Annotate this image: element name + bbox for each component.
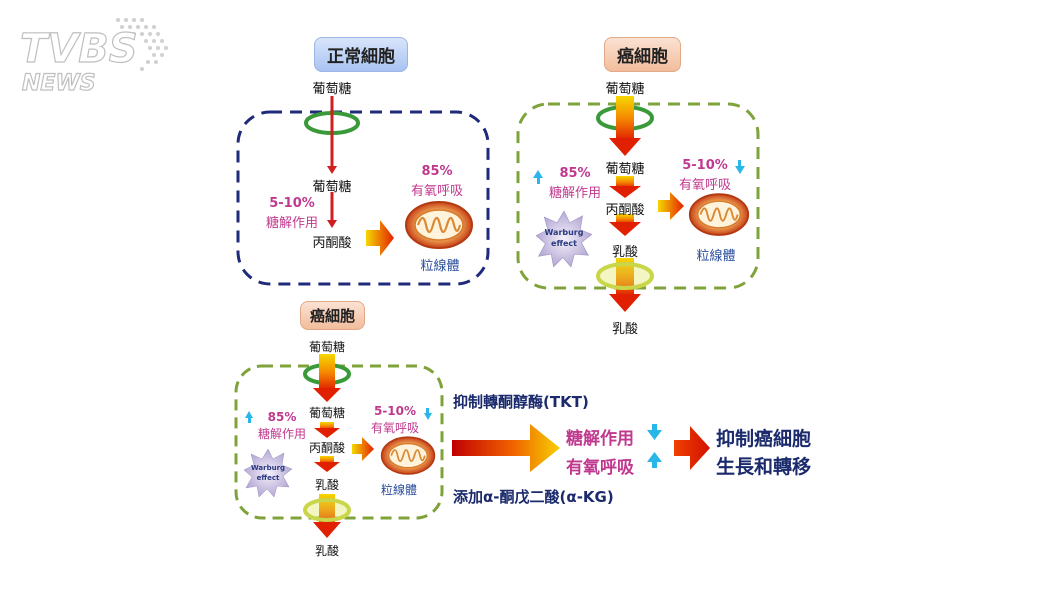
- cancer-glucose-outside: 葡萄糖: [605, 82, 645, 97]
- cancer-mitochondria-icon: [688, 193, 750, 236]
- cancer-warburg-line2: effect: [551, 239, 577, 248]
- normal-cell-membrane: [236, 110, 490, 286]
- logo-line2: NEWS: [22, 71, 96, 96]
- cancer-pyruvate: 丙酮酸: [605, 203, 645, 218]
- treated-mitochondria-label: 粒線體: [380, 483, 417, 497]
- logo-line1: TVBS: [20, 26, 138, 72]
- treated-pyruvate: 丙酮酸: [308, 441, 345, 455]
- result-line2: 生長和轉移: [716, 456, 812, 478]
- result-line1: 抑制癌細胞: [716, 428, 812, 450]
- treatment-big-arrow: [452, 424, 560, 472]
- treated-warburg-line1: Warburg: [250, 464, 286, 472]
- treated-mitochondria-icon: [380, 436, 436, 475]
- cancer-oxphos-pct: 5-10%: [682, 158, 728, 173]
- treated-oxphos-pct: 5-10%: [373, 404, 417, 418]
- treated-glucose-outside: 葡萄糖: [308, 340, 345, 354]
- cancer-cell-title: 癌細胞: [604, 37, 681, 72]
- cancer-warburg-line1: Warburg: [544, 228, 584, 237]
- tvbs-news-logo: TVBS NEWS: [19, 18, 168, 96]
- treated-oxphos-label: 有氧呼吸: [370, 421, 419, 435]
- normal-glucose-inside: 葡萄糖: [312, 180, 352, 195]
- cancer-glycolysis-pct: 85%: [559, 166, 591, 181]
- treated-glycolysis-label: 糖解作用: [257, 427, 306, 441]
- treated-pyruvate-arrow: [352, 437, 374, 461]
- normal-pyruvate-arrow: [366, 220, 394, 256]
- cancer-lactate-transporter: [596, 262, 654, 290]
- treated-warburg-star: [243, 448, 293, 498]
- cancer-mitochondria-label: 粒線體: [696, 249, 736, 264]
- treated-cell-title: 癌細胞: [300, 301, 366, 330]
- add-akg-label: 添加α-酮戊二酸(α-KG): [453, 488, 614, 506]
- cancer-lactate-inside: 乳酸: [611, 245, 638, 260]
- normal-oxphos-label: 有氧呼吸: [410, 184, 463, 199]
- cancer-glycolysis-label: 糖解作用: [548, 186, 601, 201]
- treatment-glycolysis-label: 糖解作用: [566, 429, 634, 449]
- cancer-down-arrow: [735, 160, 745, 174]
- normal-mitochondria-icon: [404, 200, 474, 250]
- treated-lactate-transporter: [303, 498, 351, 522]
- treatment-oxphos-label: 有氧呼吸: [566, 458, 634, 478]
- oxphos-up-arrow: [647, 452, 662, 468]
- glycolysis-down-arrow: [647, 424, 662, 440]
- treated-lactate-outside: 乳酸: [314, 544, 339, 558]
- normal-glycolysis-pct: 5-10%: [269, 196, 315, 211]
- cancer-lactate-outside: 乳酸: [611, 322, 638, 337]
- normal-cell-title: 正常細胞: [314, 37, 408, 72]
- treated-lactate-inside: 乳酸: [314, 478, 339, 492]
- normal-glycolysis-label: 糖解作用: [265, 216, 318, 231]
- cancer-pyruvate-arrow: [658, 192, 684, 220]
- cancer-glucose-inside: 葡萄糖: [605, 162, 645, 177]
- cancer-up-arrow: [533, 170, 543, 184]
- normal-glucose-outside: 葡萄糖: [312, 82, 352, 97]
- result-arrow: [674, 426, 710, 470]
- treated-warburg-line2: effect: [256, 474, 280, 482]
- treated-glucose-inside: 葡萄糖: [308, 406, 345, 420]
- treated-up-arrow: [245, 411, 253, 423]
- cancer-oxphos-label: 有氧呼吸: [678, 178, 731, 193]
- normal-pyruvate: 丙酮酸: [312, 236, 352, 251]
- treated-down-arrow: [424, 408, 432, 420]
- inhibit-tkt-label: 抑制轉酮醇酶(TKT): [453, 393, 589, 411]
- treated-glycolysis-pct: 85%: [267, 410, 297, 424]
- normal-oxphos-pct: 85%: [421, 164, 453, 179]
- normal-mitochondria-label: 粒線體: [420, 259, 460, 274]
